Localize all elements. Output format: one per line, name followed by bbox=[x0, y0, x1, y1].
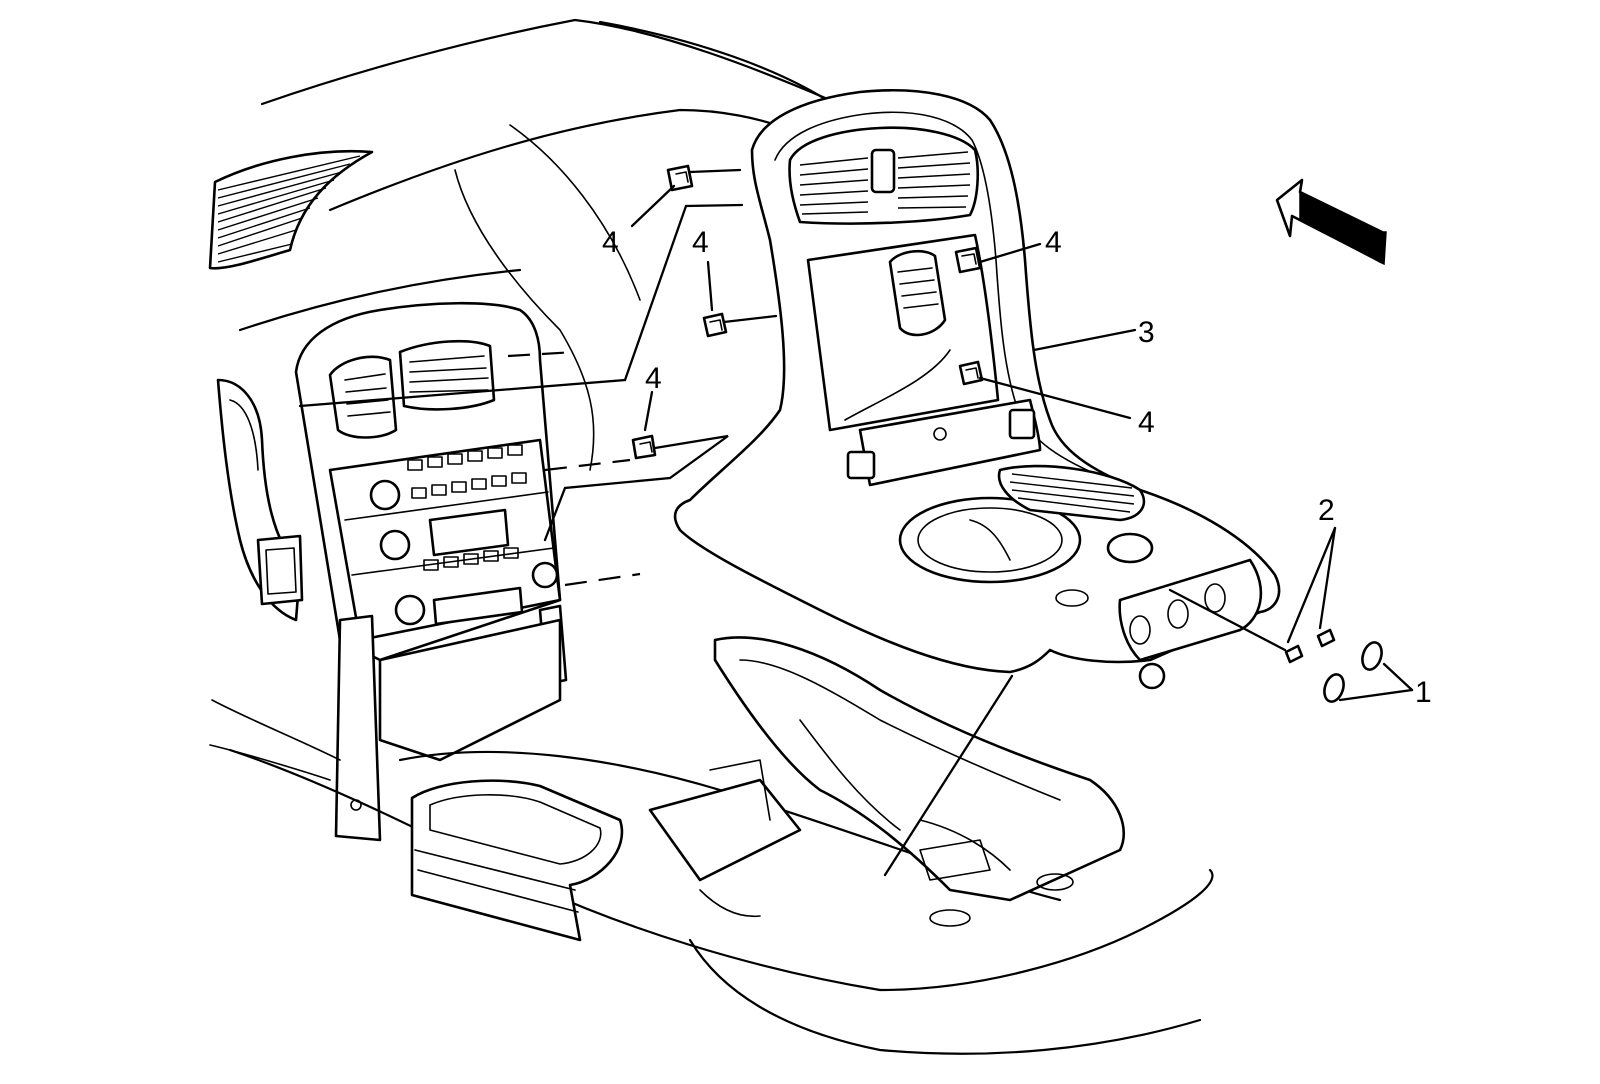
retainer-clip-icon bbox=[954, 246, 982, 274]
lamp-bulb-icon bbox=[1361, 641, 1383, 671]
callout-labels: 1 2 3 4 4 4 4 4 bbox=[602, 226, 1432, 709]
callout-4-upper-mid: 4 bbox=[692, 226, 709, 259]
callout-2: 2 bbox=[1318, 494, 1335, 527]
screw-icon bbox=[1284, 644, 1304, 664]
callout-4-upper-left: 4 bbox=[602, 226, 619, 259]
callout-3: 3 bbox=[1138, 316, 1155, 349]
retainer-clip-icon bbox=[666, 164, 694, 192]
defroster-grille bbox=[208, 149, 374, 270]
lamp-bulb-icon bbox=[1323, 673, 1345, 703]
console-base bbox=[209, 618, 1214, 1055]
retainer-clip-icon bbox=[958, 360, 984, 386]
callout-4-mid-left: 4 bbox=[645, 362, 662, 395]
retainer-clip-icon bbox=[631, 434, 657, 460]
callout-4-lower-right: 4 bbox=[1138, 406, 1155, 439]
callout-4-upper-right: 4 bbox=[1045, 226, 1062, 259]
dash-top-outline bbox=[238, 18, 832, 471]
retainer-clip-icon bbox=[702, 312, 728, 338]
alignment-dashed-lines bbox=[507, 350, 641, 587]
arrow-forward-icon bbox=[1275, 178, 1387, 266]
left-dash-pod bbox=[216, 378, 304, 622]
screw-icon bbox=[1316, 628, 1336, 648]
leader-lines bbox=[298, 168, 1414, 877]
callout-1: 1 bbox=[1415, 676, 1432, 709]
center-stack-bezel bbox=[294, 301, 568, 842]
